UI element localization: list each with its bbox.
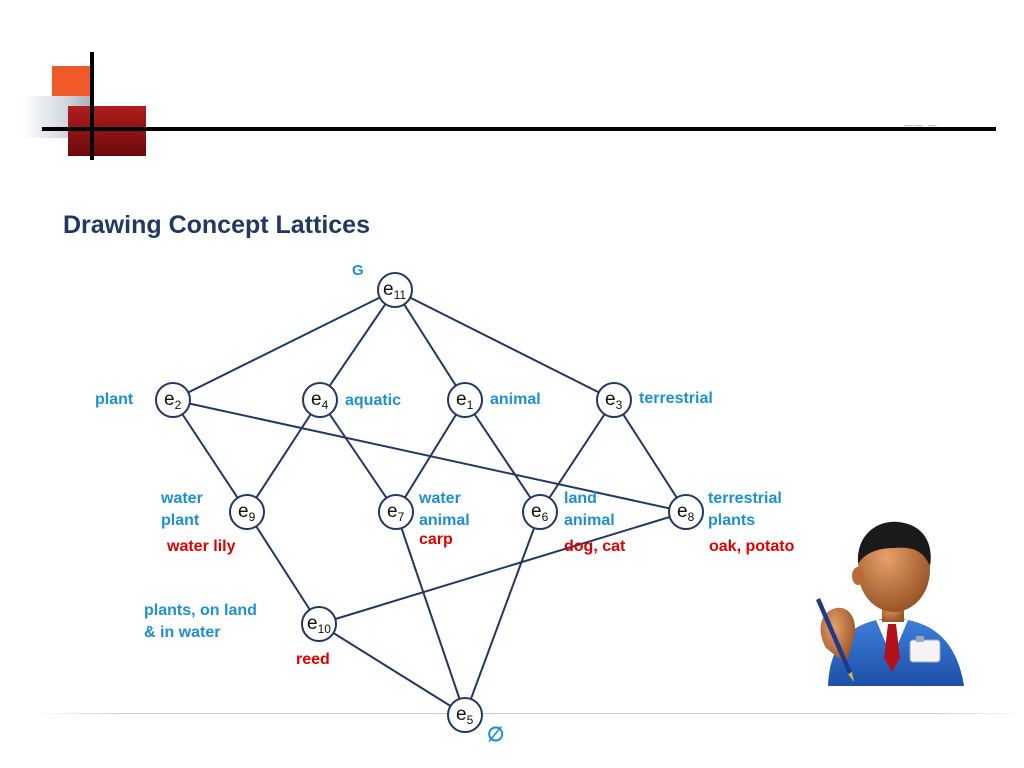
lattice-edge-e11-e3 <box>394 289 615 401</box>
lattice-node-label: e9 <box>238 501 256 524</box>
e9-attribute-label: water plant <box>161 488 203 532</box>
lattice-edge-e11-e2 <box>172 289 396 401</box>
lattice-node-e11: e11 <box>377 272 413 308</box>
e1-attribute-label: animal <box>490 391 541 408</box>
e10-attribute-line: plants, on land <box>144 602 257 619</box>
e3-attribute-label: terrestrial <box>639 390 713 407</box>
e8-attribute-label: terrestrial plants <box>708 488 782 532</box>
lattice-edge-e10-e5 <box>318 623 466 716</box>
e4-attribute-label: aquatic <box>345 392 402 409</box>
e7-attribute-label: water animal <box>419 488 470 532</box>
lattice-node-circle <box>668 494 704 530</box>
lattice-node-circle <box>377 272 413 308</box>
lattice-node-circle <box>302 382 338 418</box>
lattice-node-label: e7 <box>387 501 405 524</box>
lattice-edge-e2-e9 <box>172 399 248 513</box>
header-mark: —— — <box>904 120 938 130</box>
e6-attribute-line: land <box>564 490 597 507</box>
lattice-node-e9: e9 <box>229 494 265 530</box>
lattice-node-circle <box>447 697 483 733</box>
lattice-node-e6: e6 <box>522 494 558 530</box>
e2-attribute-label: plant <box>95 391 134 408</box>
lattice-edge-e9-e10 <box>246 511 320 625</box>
lattice-edge-e3-e6 <box>539 399 615 513</box>
e7-attribute-line: animal <box>419 512 470 529</box>
header-vertical-rule <box>90 52 94 160</box>
slide-title: Drawing Concept Lattices <box>63 211 370 239</box>
lattice-node-label: e6 <box>531 501 549 524</box>
e10-object-label: reed <box>296 651 330 668</box>
e10-attribute-label: plants, on land & in water <box>144 600 257 644</box>
lattice-edge-e1-e7 <box>395 399 466 513</box>
lattice-node-e4: e4 <box>302 382 338 418</box>
top-label: G <box>352 262 364 279</box>
lattice-edges <box>172 289 687 716</box>
e10-attribute-line: & in water <box>144 624 221 641</box>
lattice-edge-e3-e8 <box>613 399 687 513</box>
lattice-node-e3: e3 <box>596 382 632 418</box>
e8-object-label: oak, potato <box>709 538 795 555</box>
lattice-edge-e8-e10 <box>318 511 687 625</box>
lattice-edge-e11-e1 <box>394 289 466 401</box>
lattice-node-e5: e5 <box>447 697 483 733</box>
lattice-node-circle <box>155 382 191 418</box>
header-accent-red <box>68 106 146 156</box>
lattice-edge-e1-e6 <box>464 399 541 513</box>
lattice-node-label: e2 <box>164 389 182 412</box>
lattice-edge-e4-e9 <box>246 399 321 513</box>
lattice-edge-e6-e5 <box>464 511 541 716</box>
e9-object-label: water lily <box>167 538 236 555</box>
e6-object-label: dog, cat <box>564 538 626 555</box>
lattice-node-label: e1 <box>456 389 474 412</box>
e6-attribute-label: land animal <box>564 488 615 532</box>
e9-attribute-line: plant <box>161 512 200 529</box>
e6-attribute-line: animal <box>564 512 615 529</box>
e7-object-label: carp <box>419 531 453 548</box>
lattice-node-label: e5 <box>456 704 474 727</box>
e7-attribute-line: water <box>419 490 461 507</box>
lattice-nodes: e11 e2 e4 e1 e3 e9 e7 e6 e8 e10 e5 <box>155 272 704 733</box>
lattice-edge-e11-e4 <box>319 289 396 401</box>
lattice-node-e1: e1 <box>447 382 483 418</box>
header-horizontal-rule <box>42 127 996 131</box>
bottom-label: ∅ <box>487 724 505 746</box>
lattice-node-circle <box>301 606 337 642</box>
person-writing-icon <box>816 521 964 686</box>
lattice-node-label: e4 <box>311 389 329 412</box>
lattice-node-circle <box>522 494 558 530</box>
lattice-node-label: e10 <box>307 613 331 636</box>
lattice-node-circle <box>378 494 414 530</box>
lattice-node-label: e11 <box>383 279 406 302</box>
lattice-node-label: e3 <box>605 389 623 412</box>
lattice-node-circle <box>596 382 632 418</box>
lattice-node-label: e8 <box>677 501 695 524</box>
lattice-node-circle <box>229 494 265 530</box>
e8-attribute-line: terrestrial <box>708 490 782 507</box>
e8-attribute-line: plants <box>708 512 756 529</box>
lattice-node-e8: e8 <box>668 494 704 530</box>
e9-attribute-line: water <box>161 490 203 507</box>
lattice-node-e2: e2 <box>155 382 191 418</box>
lattice-node-e10: e10 <box>301 606 337 642</box>
footer-rule <box>34 713 1024 714</box>
lattice-edge-e4-e7 <box>319 399 397 513</box>
lattice-node-e7: e7 <box>378 494 414 530</box>
lattice-edge-e7-e5 <box>395 511 466 716</box>
lattice-node-circle <box>447 382 483 418</box>
